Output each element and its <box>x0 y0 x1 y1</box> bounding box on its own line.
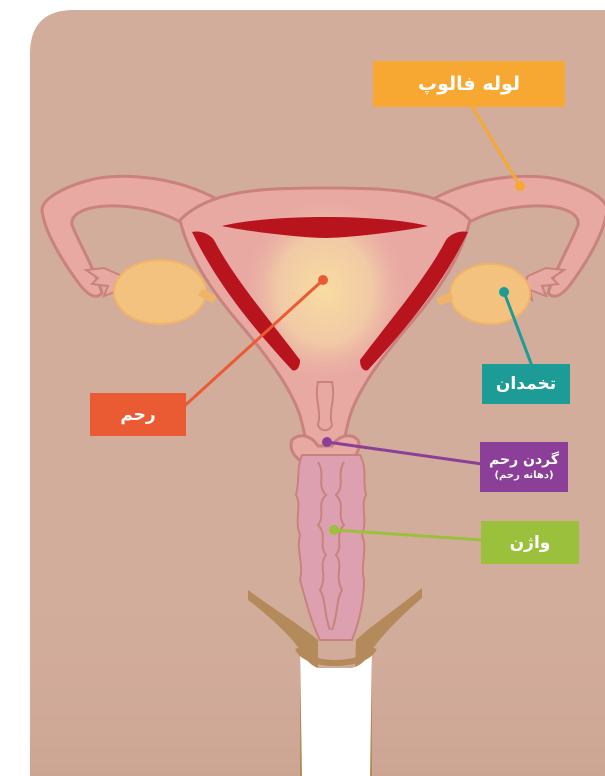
label-fallopian-tube-text: لوله فالوپ <box>418 73 520 95</box>
label-vagina: واژن <box>481 521 579 564</box>
label-vagina-text: واژن <box>510 533 551 553</box>
pointer-dot-uterus-icon <box>318 275 328 285</box>
pointer-dot-cervix-icon <box>322 437 332 447</box>
label-cervix-subtext: (دهانه رحم) <box>494 469 553 482</box>
ovary-right-shape <box>450 264 530 324</box>
label-cervix: گردن رحم (دهانه رحم) <box>480 442 568 492</box>
label-fallopian-tube: لوله فالوپ <box>373 61 565 107</box>
label-ovary: تخمدان <box>482 364 570 404</box>
vaginal-opening <box>300 650 372 776</box>
label-cervix-text: گردن رحم <box>489 452 559 469</box>
pointer-dot-vagina-icon <box>329 525 339 535</box>
pointer-dot-ovary-icon <box>499 287 509 297</box>
label-uterus: رحم <box>90 393 186 436</box>
cervical-canal <box>317 382 333 430</box>
label-ovary-text: تخمدان <box>496 374 556 394</box>
label-uterus-text: رحم <box>120 405 155 425</box>
ovary-ligament-right <box>438 296 452 302</box>
ovary-left-shape <box>114 260 206 324</box>
pointer-dot-fallopian-icon <box>515 181 525 191</box>
